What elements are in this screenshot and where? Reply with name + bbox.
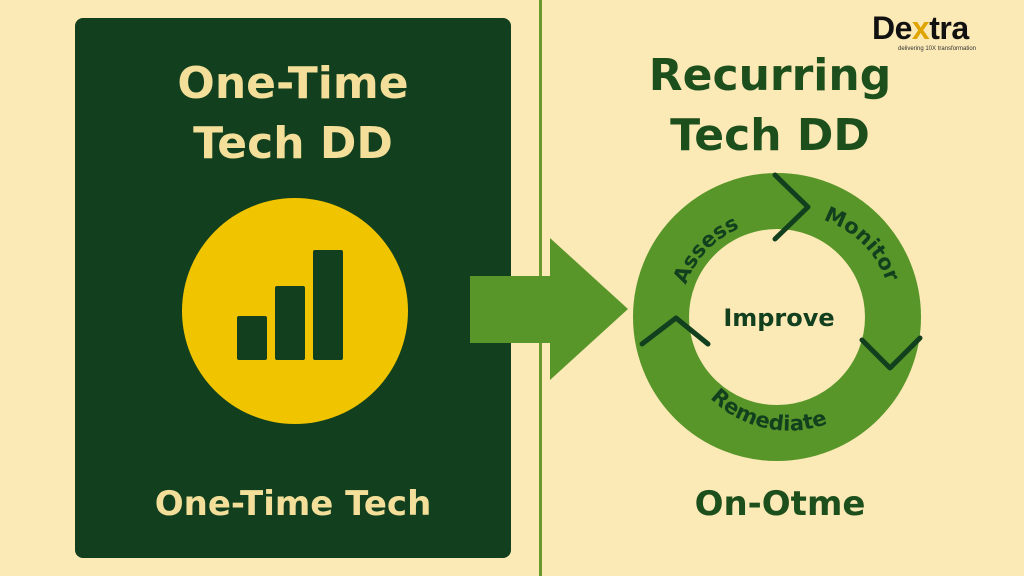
recurring-title: Recurring Tech DD [560, 46, 980, 166]
bar-chart-bar-2 [275, 286, 305, 360]
cycle-chevron-top-icon [772, 172, 811, 242]
one-time-caption: One-Time Tech [154, 484, 432, 524]
brand-name: Dextra [872, 10, 1022, 46]
brand-name-suffix: tra [929, 10, 969, 46]
bar-chart-icon [182, 198, 408, 424]
cycle-chevron-right-icon [859, 335, 923, 371]
brand-tagline: delivering 10X transformation [898, 46, 977, 52]
transition-arrow-icon [470, 238, 628, 380]
one-time-title-line2: Tech DD [193, 118, 393, 169]
one-time-panel: One-Time Tech DD One-Time Tech [75, 18, 511, 558]
recurring-caption: On-Otme [694, 484, 866, 524]
recurring-title-line1: Recurring [648, 50, 892, 101]
cycle-center-label: Improve [723, 304, 834, 332]
one-time-title: One-Time Tech DD [75, 54, 511, 174]
bar-chart-bar-3 [313, 250, 343, 360]
one-time-title-line1: One-Time [177, 58, 409, 109]
recurring-title-line2: Tech DD [670, 110, 870, 161]
cycle-chevron-left-icon [639, 315, 711, 347]
bar-chart-bar-1 [237, 316, 267, 360]
brand-logo: Dextra delivering 10X transformation [872, 10, 1022, 52]
brand-name-prefix: De [872, 10, 912, 46]
brand-name-x: x [911, 10, 930, 46]
cycle-ring [633, 173, 921, 461]
